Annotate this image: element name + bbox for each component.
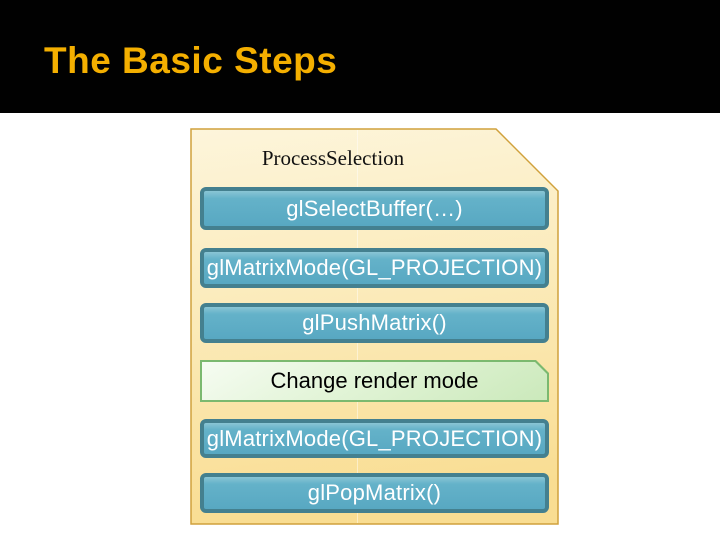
step-label: glPushMatrix(): [302, 310, 447, 335]
step-glselectbuffer: glSelectBuffer(…): [200, 187, 549, 230]
step-change-render-mode: Change render mode: [200, 360, 549, 402]
step-glpushmatrix: glPushMatrix(): [200, 303, 549, 343]
step-glpopmatrix: glPopMatrix(): [200, 473, 549, 513]
diagram-title: ProcessSelection: [261, 146, 405, 170]
step-change-render-mode-fill: Change render mode: [202, 362, 547, 400]
step-glmatrixmode-projection-1: glMatrixMode(GL_PROJECTION): [200, 248, 549, 288]
step-label: glPopMatrix(): [307, 480, 442, 505]
slide-title: The Basic Steps: [44, 40, 338, 81]
step-label: Change render mode: [270, 368, 479, 393]
slide-title-bar: The Basic Steps: [0, 0, 720, 113]
step-label: glSelectBuffer(…): [286, 195, 463, 221]
step-label: glMatrixMode(GL_PROJECTION): [206, 425, 543, 451]
step-glmatrixmode-projection-2: glMatrixMode(GL_PROJECTION): [200, 419, 549, 458]
step-label: glMatrixMode(GL_PROJECTION): [206, 255, 543, 280]
process-selection-document: ProcessSelection glSelectBuffer(…) glMat…: [190, 128, 559, 525]
